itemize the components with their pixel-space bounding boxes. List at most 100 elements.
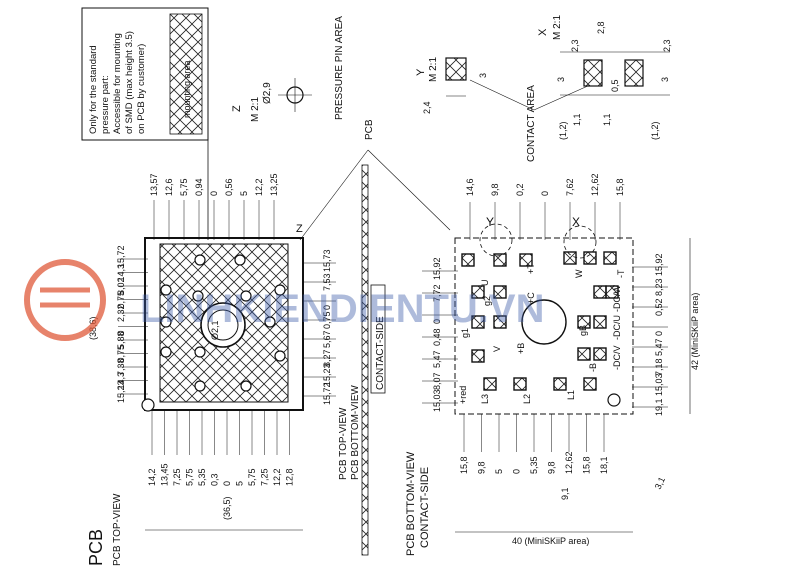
detail-x-dim: 3	[660, 77, 670, 82]
pin-hole	[240, 380, 252, 392]
contact-pad	[471, 285, 485, 299]
right-top-dim: 7,62	[565, 178, 575, 196]
left-top-dim: 12,2	[254, 178, 264, 196]
left-top-dim: 13,25	[269, 173, 279, 196]
pin-label: L1	[566, 390, 576, 400]
left-top-dim: 0,94	[194, 178, 204, 196]
pin-label: W	[574, 269, 584, 278]
contact-pad	[483, 377, 497, 391]
right-top-dim: 12,62	[590, 173, 600, 196]
left-right-dim: 15,73	[322, 249, 332, 272]
detail-x-dim: (1,2)	[558, 121, 568, 140]
right-left-dim: 5,47	[432, 350, 442, 368]
left-bottom-dim: 5,75	[185, 468, 195, 486]
detail-x-scale: M 2:1	[552, 15, 563, 40]
contact-side-boxed: CONTACT-SIDE	[375, 316, 386, 390]
right-bottom-dim: 15,8	[459, 456, 469, 474]
pin-label: +C	[526, 292, 536, 304]
contact-pad	[583, 377, 597, 391]
pin-label: +T	[526, 263, 536, 274]
pin-label: L3	[480, 394, 490, 404]
left-side-dim: 8,02	[116, 277, 126, 295]
pin-hole	[160, 346, 172, 358]
right-angle-dim: 3,1	[653, 475, 667, 491]
detail-y-mark: Y	[415, 68, 427, 76]
left-corner-mark: Z	[296, 223, 303, 235]
right-bottom-dim: 9,8	[547, 461, 557, 474]
pin-hole	[160, 284, 172, 296]
pin-hole	[240, 290, 252, 302]
left-side-dim: 0,75	[116, 345, 126, 363]
detail-x-dim: 1,1	[572, 113, 582, 126]
pin-label: V	[492, 346, 502, 352]
right-left-dim: 15,03	[432, 389, 442, 412]
right-right-dim: 15,92	[654, 253, 664, 276]
left-width-dim: (36,5)	[222, 496, 232, 520]
note-line-4: of SMD (max height 3.5)	[124, 31, 135, 134]
right-title: PCB BOTTOM-VIEW	[405, 451, 417, 556]
watermark-logo-icon	[24, 259, 106, 341]
right-right-dim: 7,18	[654, 358, 664, 376]
pcb-top-view-label: PCB TOP-VIEW	[338, 407, 349, 480]
pin-label: g1	[460, 328, 470, 338]
right-bottom-dim: 0	[512, 469, 522, 474]
contact-pad	[471, 315, 485, 329]
right-left-dim: 0,48	[432, 328, 442, 346]
pin-hole	[274, 350, 286, 362]
left-top-dim: 0,56	[224, 178, 234, 196]
pcb-section: PCB PCB TOP-VIEW PCB BOTTOM-VIEW CONTACT…	[299, 119, 451, 556]
watermark-text: LINHKIENDIENTU.VN	[140, 287, 544, 331]
pin-label: -DC/W	[612, 285, 622, 312]
right-right-dim: 0	[654, 331, 664, 336]
contact-pad	[493, 315, 507, 329]
right-bottom-dim: 18,1	[599, 456, 609, 474]
detail-x-dim: 2,8	[596, 21, 606, 34]
pin-label: U	[480, 280, 490, 287]
right-left-dim: 7,72	[432, 284, 442, 302]
pin-label: -DC/U	[612, 315, 622, 340]
left-bottom-dim: 12,8	[285, 468, 295, 486]
right-bottom-dim: 5,35	[529, 456, 539, 474]
left-side-dim: 14,3	[116, 264, 126, 282]
left-bottom-dim: 14,2	[147, 468, 157, 486]
left-bottom-dim: 7,25	[172, 468, 182, 486]
detail-y-scale: M 2:1	[428, 57, 439, 82]
note-box: Only for the standard pressure part: Acc…	[81, 7, 209, 240]
contact-pad	[583, 251, 597, 265]
pressure-pin-diameter: Ø2,9	[262, 82, 273, 104]
pcb-bottom-view: Y X +T+C+Bg1g2gBL1L2L3UVW-B-T-DC/W-DC/U-…	[405, 173, 700, 556]
right-top-dim: 0,2	[515, 183, 525, 196]
pin-label: +red	[458, 386, 468, 404]
left-bottom-dim: 13,45	[160, 463, 170, 486]
detail-y-height: 3	[478, 73, 488, 78]
right-left-dim: 15,92	[432, 257, 442, 280]
detail-x-dim: (1,2)	[650, 121, 660, 140]
left-side-dim: 2,32	[116, 304, 126, 322]
contact-area-label: CONTACT AREA	[526, 85, 537, 162]
pcb-section-label: PCB	[364, 119, 375, 140]
right-right-dim: 0,52	[654, 298, 664, 316]
right-top-dim: 0	[540, 191, 550, 196]
right-right-dim: 15,03	[654, 373, 664, 396]
left-side-dim: 0	[116, 330, 126, 335]
left-side-dim: 5,88	[116, 331, 126, 349]
contact-pad	[553, 377, 567, 391]
left-bottom-dim: 5	[235, 481, 245, 486]
right-mark-x: X	[572, 215, 580, 229]
left-top-dim: 12,6	[164, 178, 174, 196]
note-line-5: on PCB by customer)	[136, 44, 147, 134]
left-bottom-dim: 0,3	[210, 473, 220, 486]
pcb-bottom-view-label: PCB BOTTOM-VIEW	[350, 385, 361, 480]
right-left-dim: 0	[432, 319, 442, 324]
contact-pad	[563, 251, 577, 265]
pressure-pin-detail: Ø2,9 Z M 2:1 PRESSURE PIN AREA	[231, 16, 345, 122]
left-subtitle: PCB TOP-VIEW	[112, 493, 123, 566]
pin-label: -B	[588, 363, 598, 372]
detail-x-dim: 0,5	[610, 79, 620, 92]
pin-label: +B	[516, 343, 526, 354]
contact-pad	[577, 347, 591, 361]
left-right-dim: 7,53	[322, 273, 332, 291]
center-diameter: Ø2,1	[210, 320, 220, 340]
contact-pad	[519, 253, 533, 267]
